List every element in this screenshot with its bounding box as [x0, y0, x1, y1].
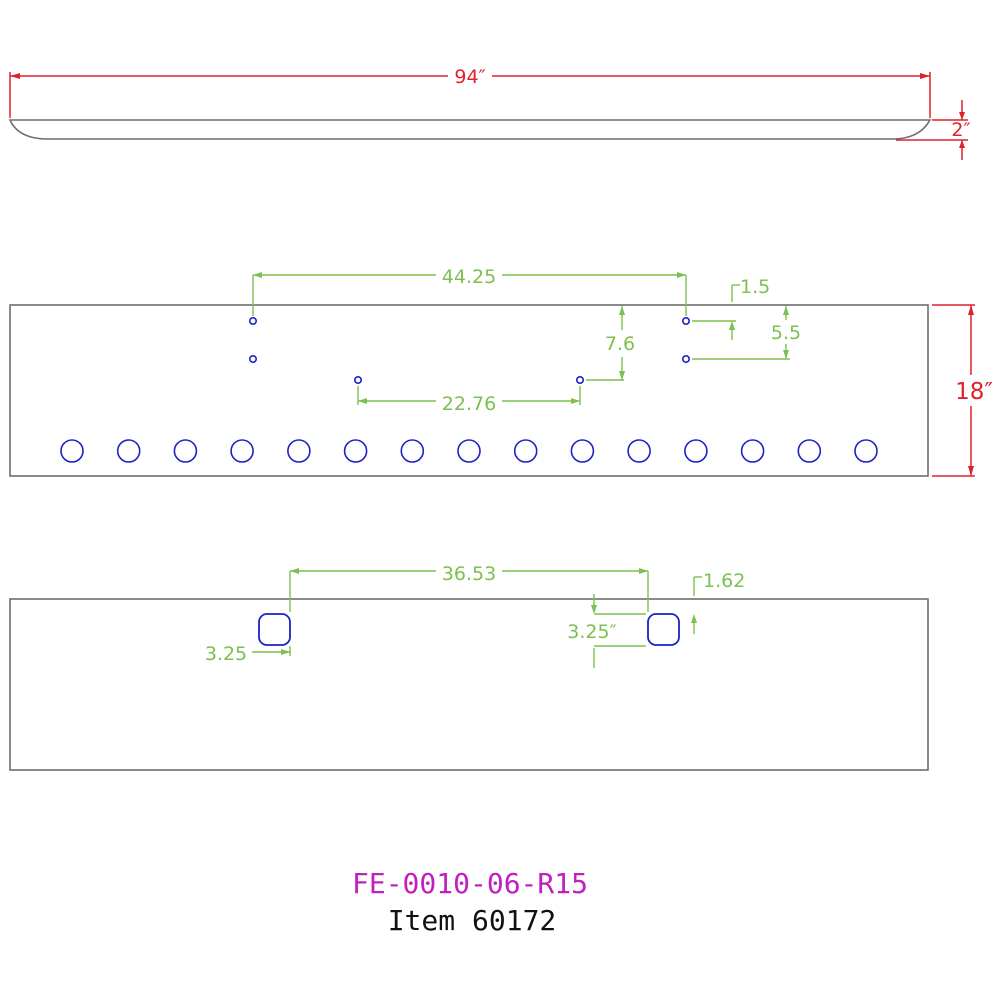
bottom-view: 36.53 1.62 3.25 3.25″: [9, 563, 929, 771]
light-hole: [173, 439, 198, 463]
light-hole: [457, 439, 481, 463]
light-hole: [116, 439, 141, 463]
bottom-panel: [9, 598, 929, 771]
side-view: 94″ 2″: [8, 66, 971, 160]
length-dimension: [9, 72, 931, 118]
light-hole: [343, 439, 368, 463]
mounting-hole: [249, 354, 258, 363]
mounting-hole: [353, 375, 362, 384]
top-view: 44.25 1.5 7.6 5.5 22.76 18″: [9, 266, 993, 477]
light-hole: [570, 439, 595, 463]
light-hole: [513, 439, 538, 463]
edge-offset-label: 1.5: [740, 276, 770, 298]
slot-edge-offset-label: 1.62: [703, 570, 745, 592]
vertical-offset-label: 7.6: [605, 333, 635, 355]
light-hole: [627, 439, 651, 463]
mounting-hole: [249, 316, 258, 325]
height-label: 2″: [951, 119, 970, 141]
light-holes: [60, 439, 878, 463]
slot-right-label: 3.25″: [567, 621, 616, 643]
height-dimension: [896, 100, 968, 160]
bottom-dimensions: [252, 568, 702, 668]
light-hole: [740, 439, 765, 463]
rectangular-slot: [647, 613, 680, 646]
rectangular-slot: [258, 613, 291, 646]
hole-spacing-label: 44.25: [442, 266, 496, 288]
light-hole: [854, 439, 878, 463]
top-dimensions: [252, 272, 790, 405]
top-panel: [9, 304, 929, 477]
mounting-hole: [681, 354, 690, 363]
width-dimension: [932, 304, 975, 477]
mounting-holes: [249, 316, 690, 384]
slot-left-label: 3.25: [205, 643, 247, 665]
light-hole: [230, 439, 254, 463]
mounting-hole: [575, 375, 584, 384]
light-hole: [287, 439, 311, 463]
part-number: FE-0010-06-R15: [352, 867, 588, 900]
slot-spacing-label: 36.53: [442, 563, 496, 585]
light-hole: [60, 439, 84, 463]
pair-spacing-label: 5.5: [771, 322, 801, 344]
side-profile: [8, 119, 932, 140]
light-hole: [797, 439, 822, 463]
inner-spacing-label: 22.76: [442, 393, 496, 415]
length-label: 94″: [454, 66, 485, 88]
width-label: 18″: [955, 379, 993, 405]
light-hole: [684, 439, 708, 463]
item-number: Item 60172: [388, 904, 557, 937]
mounting-hole: [681, 316, 690, 325]
light-hole: [400, 439, 425, 463]
